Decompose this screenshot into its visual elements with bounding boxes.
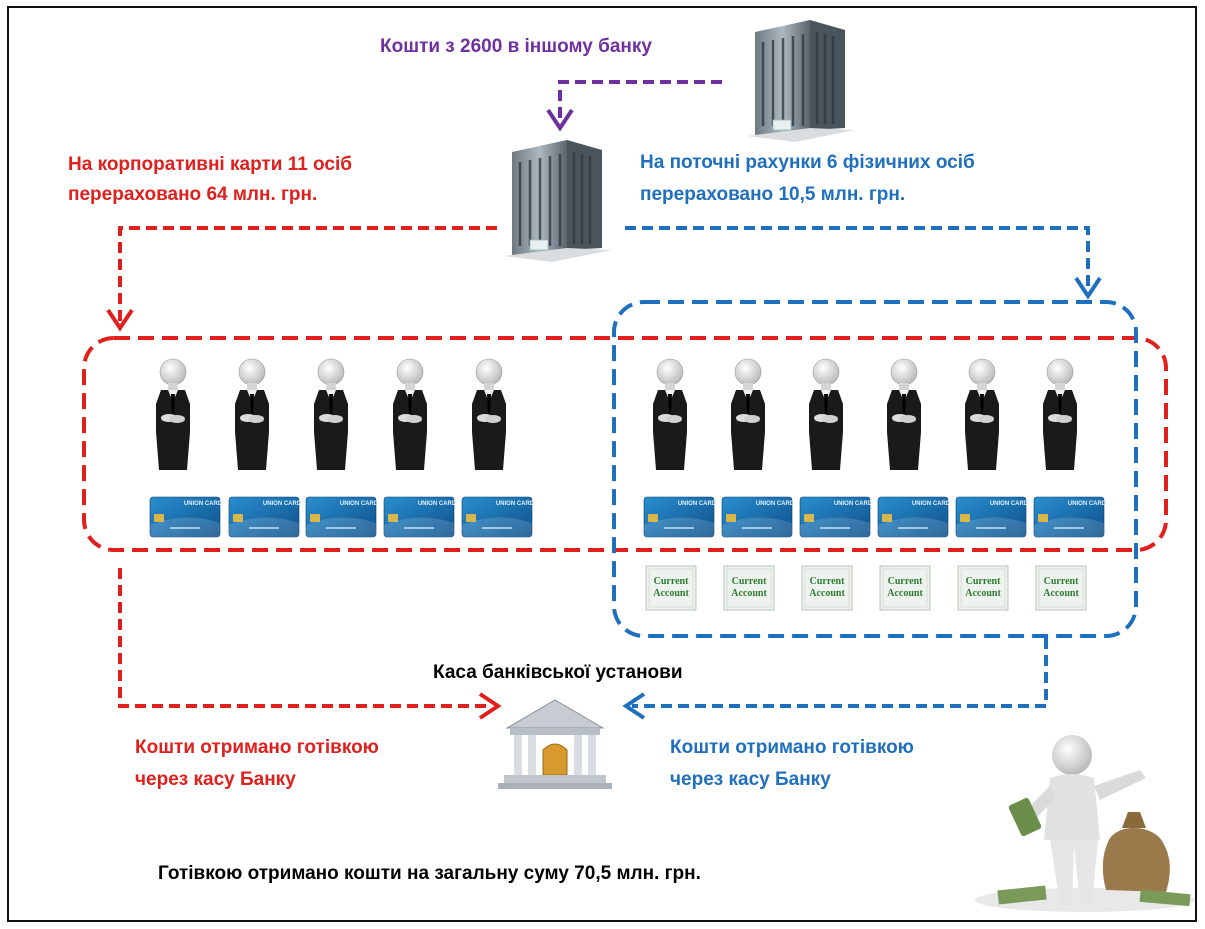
account-label-line1: Current <box>732 576 767 587</box>
account-label-line1: Current <box>810 576 845 587</box>
corporate-cards-label-line2: перераховано 64 млн. грн. <box>68 184 318 205</box>
account-label-line2: Account <box>1043 588 1079 599</box>
account-label-line2: Account <box>809 588 845 599</box>
card-label: UNION CARD <box>263 501 302 507</box>
cash-left-label-line1: Кошти отримано готівкою <box>135 737 379 758</box>
red-arrowhead-cards <box>106 308 134 332</box>
man-with-money-icon <box>975 735 1195 912</box>
purple-arrow <box>558 80 722 122</box>
account-label-line1: Current <box>654 576 689 587</box>
bank-cash-desk-icon <box>498 699 612 789</box>
card-label: UNION CARD <box>678 501 717 507</box>
blue-arrowhead-cash <box>622 692 646 720</box>
red-arrowhead-cash <box>478 692 502 720</box>
current-account-tiles <box>645 565 1087 611</box>
person-icon <box>1042 358 1078 471</box>
card-label: UNION CARD <box>340 501 379 507</box>
current-accounts-label-line1: На поточні рахунки 6 фізичних осіб <box>640 152 975 173</box>
blue-arrow-to-cash <box>632 638 1048 708</box>
red-arrow-to-cards <box>118 226 497 322</box>
total-summary-label: Готівкою отримано кошти на загальну суму… <box>158 863 701 884</box>
person-icon <box>886 358 922 471</box>
person-icon <box>313 358 349 471</box>
purple-arrowhead <box>546 108 574 132</box>
account-label-line2: Account <box>887 588 923 599</box>
person-icon <box>652 358 688 471</box>
card-label: UNION CARD <box>912 501 951 507</box>
blue-arrow-to-accounts <box>625 226 1090 290</box>
account-label-line2: Account <box>731 588 767 599</box>
persons-left-group <box>155 358 507 471</box>
cash-right-label-line2: через касу Банку <box>670 769 831 790</box>
person-icon <box>471 358 507 471</box>
current-accounts-group <box>612 300 1138 638</box>
other-bank-building-icon <box>745 18 857 144</box>
person-icon <box>808 358 844 471</box>
corporate-cards-group <box>82 336 1168 552</box>
person-icon <box>234 358 270 471</box>
card-label: UNION CARD <box>418 501 457 507</box>
other-bank-label: Кошти з 2600 в іншому банку <box>380 36 652 57</box>
account-label-line1: Current <box>888 576 923 587</box>
card-label: UNION CARD <box>184 501 223 507</box>
card-label: UNION CARD <box>1068 501 1107 507</box>
bank-building-icon <box>502 138 614 264</box>
current-accounts-label-line2: перераховано 10,5 млн. грн. <box>640 184 906 205</box>
red-arrow-to-cash <box>118 568 492 708</box>
account-label-line2: Account <box>653 588 689 599</box>
card-label: UNION CARD <box>756 501 795 507</box>
person-icon <box>730 358 766 471</box>
person-icon <box>964 358 1000 471</box>
person-icon <box>392 358 428 471</box>
diagram-frame <box>7 6 1197 922</box>
card-label: UNION CARD <box>496 501 535 507</box>
blue-arrowhead-accounts <box>1074 276 1102 300</box>
persons-right-group <box>652 358 1078 471</box>
account-label-line1: Current <box>966 576 1001 587</box>
cash-desk-label: Каса банківської установи <box>433 662 683 683</box>
card-label: UNION CARD <box>990 501 1029 507</box>
account-label-line1: Current <box>1044 576 1079 587</box>
corporate-cards-label-line1: На корпоративні карти 11 осіб <box>68 154 352 175</box>
card-label: UNION CARD <box>834 501 873 507</box>
account-label-line2: Account <box>965 588 1001 599</box>
person-icon <box>155 358 191 471</box>
cash-right-label-line1: Кошти отримано готівкою <box>670 737 914 758</box>
cash-left-label-line2: через касу Банку <box>135 769 296 790</box>
